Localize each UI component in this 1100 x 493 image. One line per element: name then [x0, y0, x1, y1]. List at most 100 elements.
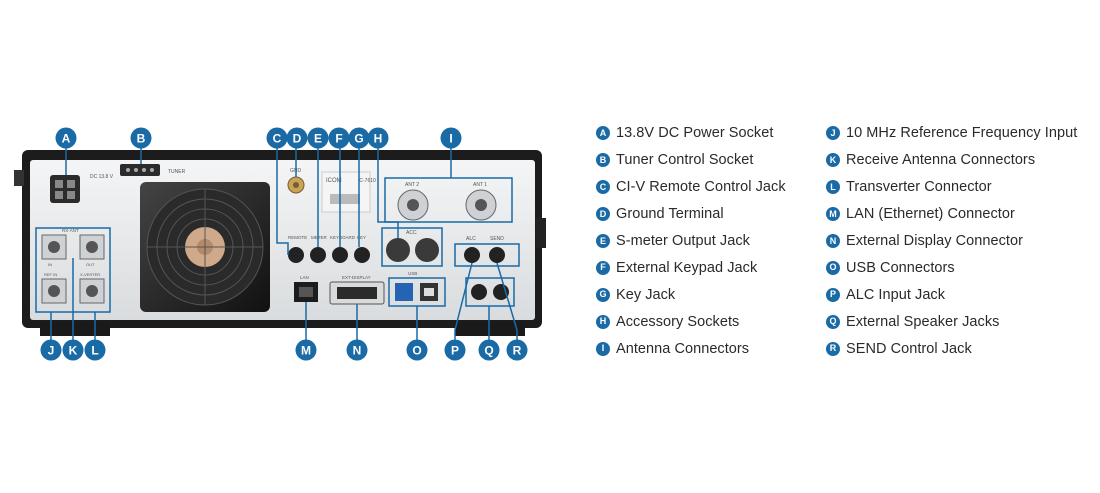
svg-text:F: F [335, 132, 342, 146]
callout-k: K [62, 339, 84, 361]
legend-text: Tuner Control Socket [616, 152, 754, 169]
lan-port[interactable]: LAN [294, 275, 318, 302]
keyboard-label: KEYBOARD [330, 235, 356, 240]
power-socket[interactable]: DC 13.8 V [50, 174, 114, 203]
callout-b: B [130, 127, 152, 149]
legend-text: Key Jack [616, 286, 676, 303]
antenna-connectors[interactable]: ANT 2 ANT 1 [384, 177, 513, 223]
legend-badge: I [596, 341, 610, 356]
svg-text:J: J [48, 344, 55, 358]
svg-text:R: R [513, 344, 522, 358]
legend-text: Accessory Sockets [616, 313, 740, 330]
control-jacks: REMOTE METER KEYBOARD KEY [288, 235, 370, 263]
usb-ports[interactable]: USB [388, 271, 446, 307]
cooling-fan [140, 182, 270, 312]
legend-badge: P [826, 287, 840, 302]
acc-label: ACC [406, 230, 417, 236]
svg-text:E: E [314, 132, 322, 146]
legend-badge: J [826, 126, 840, 141]
legend-badge: E [596, 234, 610, 248]
legend-badge: N [826, 234, 840, 248]
legend-badge: C [596, 180, 610, 195]
legend-text: External Keypad Jack [616, 259, 758, 276]
ref-in-label: REF IN [44, 272, 57, 277]
legend-item-o: O USB Connectors [826, 254, 1098, 281]
svg-text:O: O [412, 344, 421, 358]
callout-n: N [346, 339, 368, 361]
svg-text:M: M [301, 344, 311, 358]
legend-badge: O [826, 260, 840, 275]
callout-c: C [266, 127, 288, 149]
ext-display-port[interactable]: EXT-DISPLAY [329, 275, 385, 305]
usb-label: USB [408, 271, 417, 276]
svg-text:B: B [137, 132, 146, 146]
svg-text:D: D [293, 132, 302, 146]
callout-a: A [55, 127, 77, 149]
legend-badge: K [826, 153, 840, 168]
acc-sockets[interactable]: ACC [381, 227, 443, 267]
svg-text:G: G [354, 132, 363, 146]
svg-text:Q: Q [484, 344, 493, 358]
alc-send-jacks[interactable]: ALC SEND [454, 236, 520, 267]
legend-column-right: J 10 MHz Reference Frequency Input K Recei… [826, 120, 1098, 362]
legend-item-b: B Tuner Control Socket [596, 147, 824, 174]
callout-j: J [40, 339, 62, 361]
svg-text:H: H [374, 132, 383, 146]
tuner-socket[interactable]: TUNER [120, 164, 186, 176]
svg-text:K: K [69, 344, 78, 358]
legend-text: ALC Input Jack [846, 286, 946, 303]
callout-h: H [367, 127, 389, 149]
meter-label: METER [311, 235, 328, 240]
xverter-label: X-VERTER [80, 272, 100, 277]
svg-text:A: A [62, 132, 71, 146]
legend-text: Ground Terminal [616, 206, 724, 223]
legend-text: 10 MHz Reference Frequency Input [846, 125, 1078, 142]
legend-item-i: I Antenna Connectors [596, 335, 824, 362]
ant1-label: ANT 1 [473, 182, 487, 188]
legend-text: S-meter Output Jack [616, 233, 750, 249]
svg-text:C: C [273, 132, 282, 146]
legend-text: LAN (Ethernet) Connector [846, 206, 1015, 223]
legend-badge: L [826, 180, 840, 195]
legend-badge: A [596, 126, 610, 141]
legend-item-p: P ALC Input Jack [826, 281, 1098, 308]
callout-badges: A B C D E F G H I J K L M N O P Q R [40, 127, 528, 361]
ext-display-label: EXT-DISPLAY [342, 275, 371, 280]
legend-text: External Display Connector [846, 233, 1023, 249]
legend-text: Antenna Connectors [616, 340, 750, 357]
remote-label: REMOTE [288, 235, 307, 240]
callout-d: D [286, 127, 308, 149]
rx-in-label: IN [48, 262, 52, 267]
callout-m: M [295, 339, 317, 361]
legend-badge: H [596, 314, 610, 329]
legend-badge: G [596, 287, 610, 302]
callout-q: Q [478, 339, 500, 361]
rear-panel [30, 160, 535, 320]
svg-text:N: N [353, 344, 362, 358]
callout-leaders [50, 147, 518, 342]
callout-l: L [84, 339, 106, 361]
callout-p: P [444, 339, 466, 361]
legend-text: CI-V Remote Control Jack [616, 179, 786, 196]
model-text: IC-7610 [358, 178, 376, 184]
legend-text: USB Connectors [846, 259, 955, 276]
legend-badge: B [596, 153, 610, 168]
brand-label: ICOM IC-7610 [321, 171, 376, 213]
legend-item-j: J 10 MHz Reference Frequency Input [826, 120, 1098, 147]
legend-badge: F [596, 260, 610, 275]
alc-label: ALC [466, 236, 476, 242]
power-label: DC 13.8 V [90, 174, 114, 180]
callout-o: O [406, 339, 428, 361]
key-label: KEY [357, 235, 366, 240]
legend-text: Receive Antenna Connectors [846, 152, 1036, 169]
legend-item-g: G Key Jack [596, 281, 824, 308]
legend-badge: Q [826, 314, 840, 329]
ant2-label: ANT 2 [405, 182, 419, 188]
send-label: SEND [490, 236, 504, 242]
